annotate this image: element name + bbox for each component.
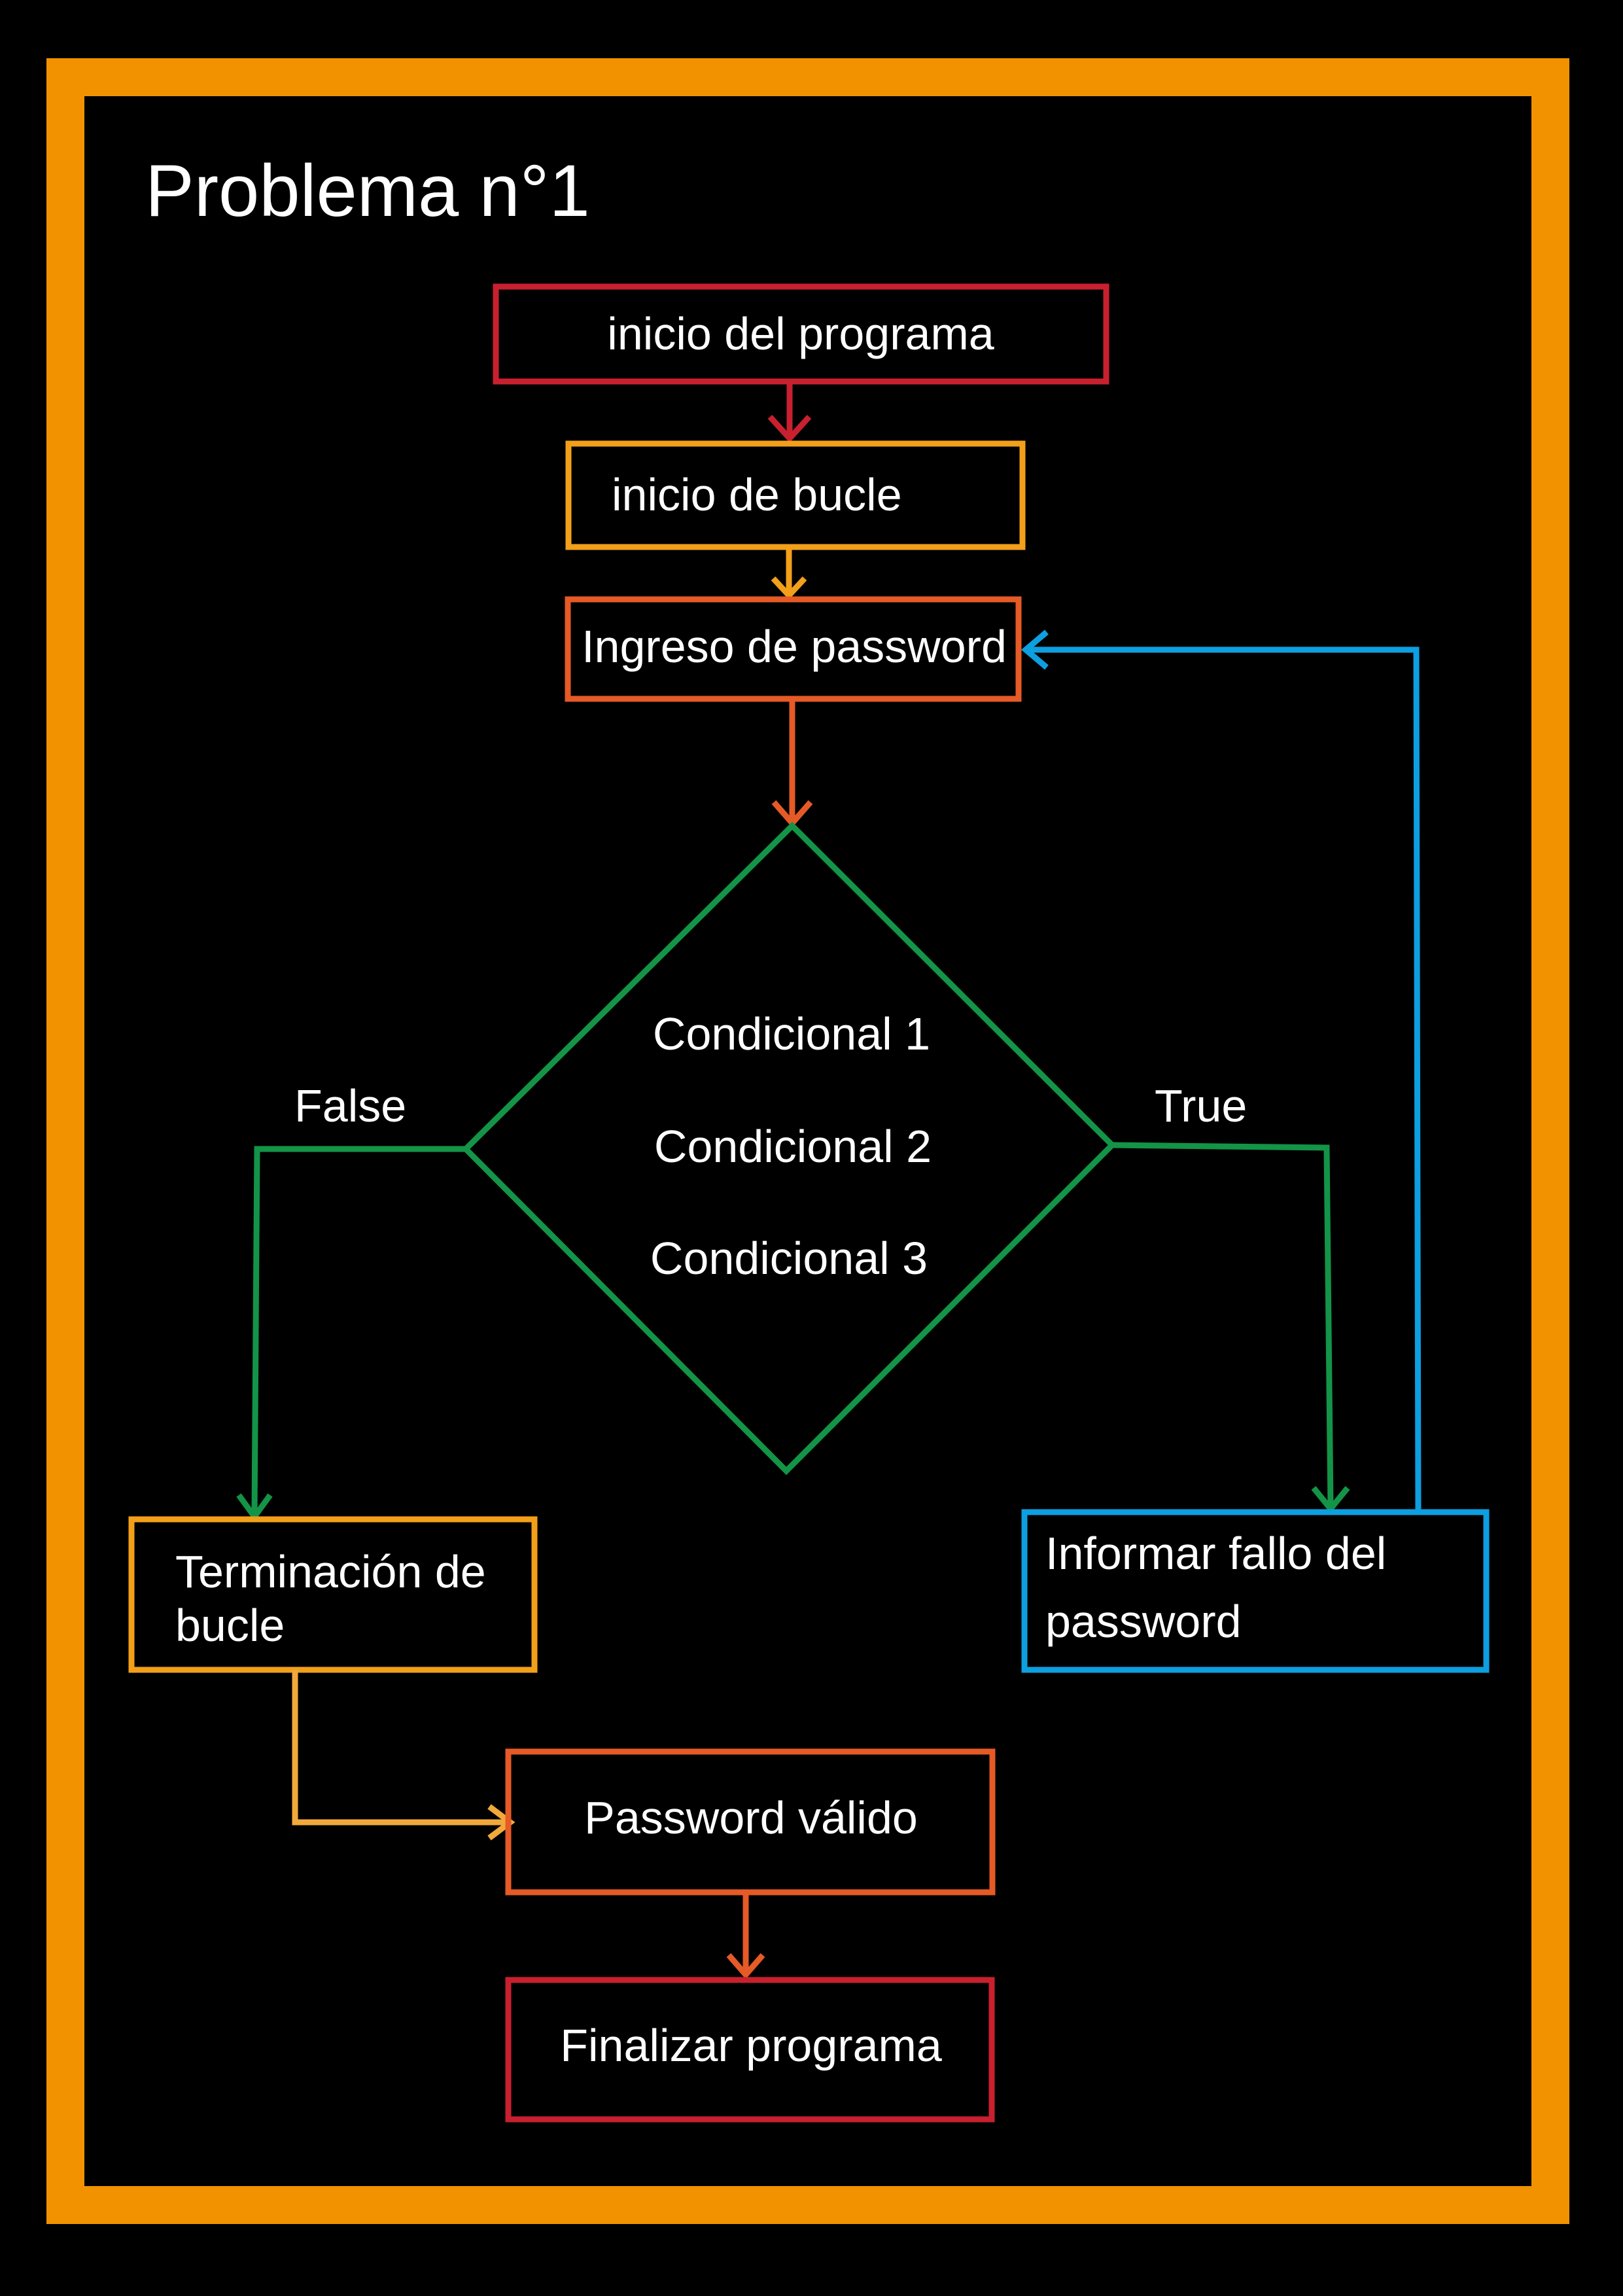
loopback-arrowhead [1021,629,1049,670]
condition-diamond [461,821,1117,1475]
false-branch-line [251,1146,466,1513]
arrowhead-loop-to-input [771,576,807,600]
valid-password-label: Password válido [584,1792,918,1843]
valid-password-box [505,1748,996,1896]
report-fail-label-line1: Informar fallo del [1045,1528,1386,1579]
end-label: Finalizar programa [560,2020,942,2071]
condition-2-label: Condicional 2 [654,1121,932,1172]
end-box [505,1977,995,2123]
true-branch-label: True [1155,1080,1247,1131]
arrowhead-start-to-loop [767,414,812,443]
password-input-label: Ingreso de password [582,621,1007,672]
loop-end-label-line2: bucle [175,1600,285,1651]
page-title: Problema n°1 [145,150,590,232]
loop-end-box [128,1516,538,1673]
condition-3-label: Condicional 3 [650,1233,928,1284]
loopback-line [1030,646,1422,1513]
loop-start-label: inicio de bucle [612,469,902,520]
arrow-loop-end-to-valid [292,1670,508,1826]
loop-end-label-line1: Terminación de [175,1546,486,1597]
loop-start-box [565,440,1026,550]
true-branch-arrowhead [1311,1486,1350,1514]
false-branch-label: False [294,1080,406,1131]
outer-frame [46,58,1569,2224]
report-fail-label-line2: password [1045,1596,1242,1647]
start-label: inicio del programa [607,308,994,359]
start-box [493,283,1109,385]
report-fail-box [1021,1509,1490,1673]
arrowhead-valid-to-end [726,1953,765,1979]
true-branch-line [1111,1142,1334,1507]
condition-1-label: Condicional 1 [653,1008,930,1059]
